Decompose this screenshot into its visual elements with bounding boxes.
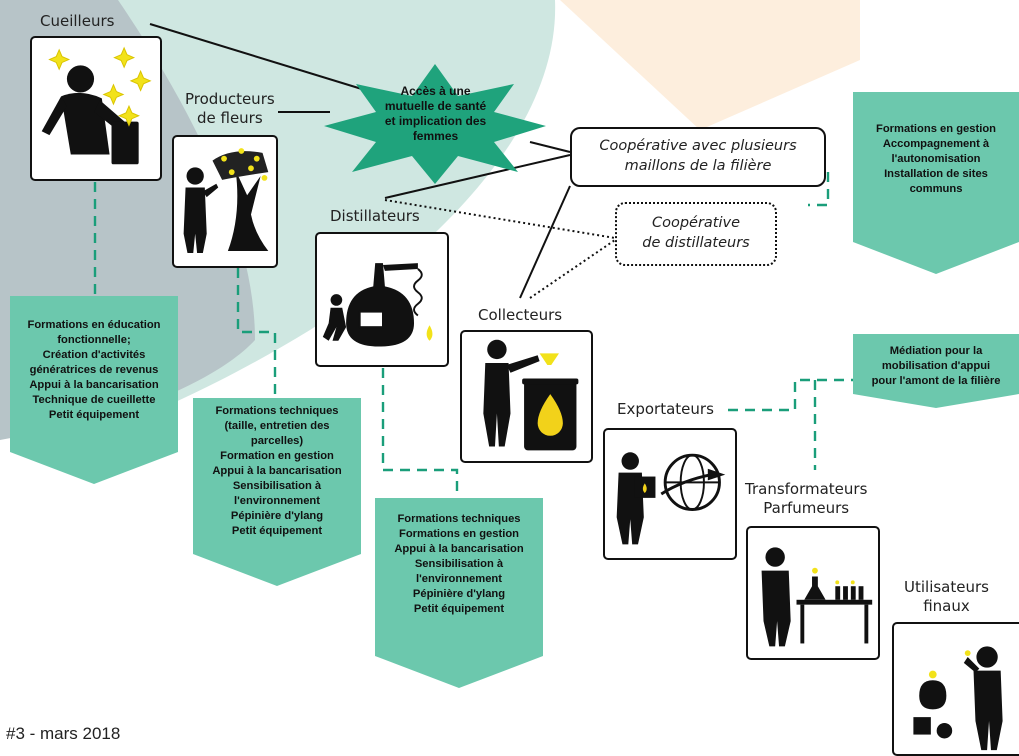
- exportateurs-pictogram: [603, 428, 737, 560]
- banner-line: Formation en gestion: [220, 450, 334, 462]
- banner-line: (taille, entretien des: [224, 420, 330, 432]
- line-distillateurs-coop: [384, 154, 571, 199]
- banner-line: Médiation pour la: [889, 345, 983, 357]
- support-banner-coop: Formations en gestion Accompagnement à l…: [853, 92, 1019, 274]
- coop-multi-line: Coopérative avec plusieurs: [599, 138, 797, 154]
- banner-line: mobilisation d'appui: [881, 360, 991, 372]
- support-banner-distillateurs: Formations techniques Formations en gest…: [375, 498, 543, 688]
- banner-line: Pépinière d'ylang: [230, 510, 324, 522]
- health-star: Accès à une mutuelle de santé et implica…: [318, 60, 553, 190]
- dotted-line-collecteurs-coop-distil: [529, 239, 616, 299]
- dash-exportateurs-support: [728, 378, 853, 412]
- label-utilisateurs-line: Utilisateurs: [904, 578, 989, 596]
- banner-line: Sensibilisation à: [232, 480, 322, 492]
- banner-line: fonctionnelle;: [57, 334, 131, 346]
- banner-line: Formations en éducation: [27, 319, 161, 331]
- banner-line: Sensibilisation à: [414, 558, 504, 570]
- dash-distillateurs-support: [381, 368, 459, 498]
- label-transformateurs: Transformateurs Parfumeurs: [745, 480, 867, 518]
- support-banner-mediation: Médiation pour la mobilisation d'appui p…: [853, 334, 1019, 408]
- label-exportateurs: Exportateurs: [617, 400, 714, 418]
- coop-distillateurs-box: Coopérative de distillateurs: [615, 202, 777, 266]
- label-utilisateurs-line: finaux: [923, 597, 970, 615]
- support-banner-producteurs: Formations techniques (taille, entretien…: [193, 398, 361, 586]
- banner-line: génératrices de revenus: [29, 364, 159, 376]
- label-cueilleurs: Cueilleurs: [40, 12, 115, 30]
- banner-line: parcelles): [250, 435, 304, 447]
- banner-line: Accompagnement à: [882, 138, 990, 150]
- issue-footer: #3 - mars 2018: [6, 724, 121, 743]
- banner-line: pour l'amont de la filière: [871, 375, 1001, 387]
- label-producteurs-line: de fleurs: [196, 109, 263, 127]
- dash-producteurs-support: [236, 268, 277, 398]
- star-text-line: femmes: [412, 129, 459, 143]
- label-collecteurs: Collecteurs: [478, 306, 563, 324]
- transformateurs-pictogram: [746, 526, 880, 660]
- coop-distil-line: Coopérative: [651, 215, 741, 231]
- banner-line: Formations techniques: [397, 513, 521, 525]
- banner-line: Formations en gestion: [399, 528, 519, 540]
- banner-line: Petit équipement: [413, 603, 505, 615]
- banner-line: Pépinière d'ylang: [412, 588, 506, 600]
- label-producteurs: Producteurs de fleurs: [185, 90, 275, 128]
- banner-line: Appui à la bancarisation: [212, 465, 342, 477]
- star-text-line: Accès à une: [400, 84, 471, 98]
- distillateurs-pictogram: [315, 232, 449, 367]
- star-shape: [324, 64, 546, 184]
- coop-multi-box: Coopérative avec plusieurs maillons de l…: [570, 127, 826, 187]
- label-distillateurs: Distillateurs: [330, 207, 420, 225]
- banner-line: Installation de sites: [884, 168, 988, 180]
- banner-line: Formations techniques: [215, 405, 339, 417]
- banner-line: l'environnement: [416, 573, 502, 585]
- producteurs-pictogram: [172, 135, 278, 268]
- line-collecteurs-coop: [519, 185, 571, 299]
- label-producteurs-line: Producteurs: [185, 90, 275, 108]
- banner-line: l'autonomisation: [891, 153, 981, 165]
- label-transformateurs-line: Transformateurs: [745, 480, 868, 498]
- coop-multi-line: maillons de la filière: [624, 158, 772, 174]
- banner-line: Appui à la bancarisation: [29, 379, 159, 391]
- collecteurs-pictogram: [460, 330, 593, 463]
- banner-line: Technique de cueillette: [32, 394, 156, 406]
- star-text-line: mutuelle de santé: [384, 99, 487, 113]
- banner-line: l'environnement: [234, 495, 320, 507]
- line-star-coop: [529, 141, 571, 153]
- line-cueilleurs-star: [149, 23, 366, 91]
- utilisateurs-pictogram: [892, 622, 1019, 756]
- banner-line: Appui à la bancarisation: [394, 543, 524, 555]
- banner-line: Petit équipement: [48, 409, 140, 421]
- star-text-line: et implication des: [384, 114, 487, 128]
- label-transformateurs-line: Parfumeurs: [763, 499, 850, 517]
- banner-line: Formations en gestion: [876, 123, 996, 135]
- banner-line: Création d'activités: [42, 349, 146, 361]
- dotted-line-distillateurs-coop-distil: [384, 199, 616, 239]
- banner-line: communs: [909, 183, 963, 195]
- support-banner-cueilleurs: Formations en éducation fonctionnelle; C…: [10, 296, 178, 484]
- orange-background-shape: [560, 0, 860, 130]
- coop-distil-line: de distillateurs: [642, 235, 750, 251]
- banner-line: Petit équipement: [231, 525, 323, 537]
- label-utilisateurs: Utilisateurs finaux: [904, 578, 989, 616]
- cueilleurs-pictogram: [30, 36, 162, 181]
